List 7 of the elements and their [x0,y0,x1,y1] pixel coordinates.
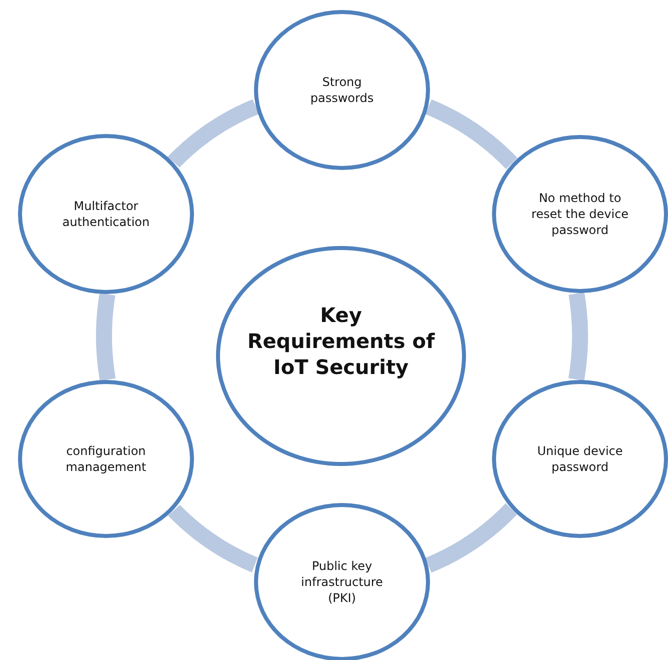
node-label: Public key infrastructure (PKI) [300,558,384,606]
node-label: Strong passwords [309,74,375,106]
center-title: Key Requirements of IoT Security [246,302,436,380]
node-label: Unique device password [536,442,624,476]
node-label: No method to reset the device password [530,190,630,238]
node-label: configuration management [64,442,148,476]
node-label: Multifactor authentication [61,198,151,230]
